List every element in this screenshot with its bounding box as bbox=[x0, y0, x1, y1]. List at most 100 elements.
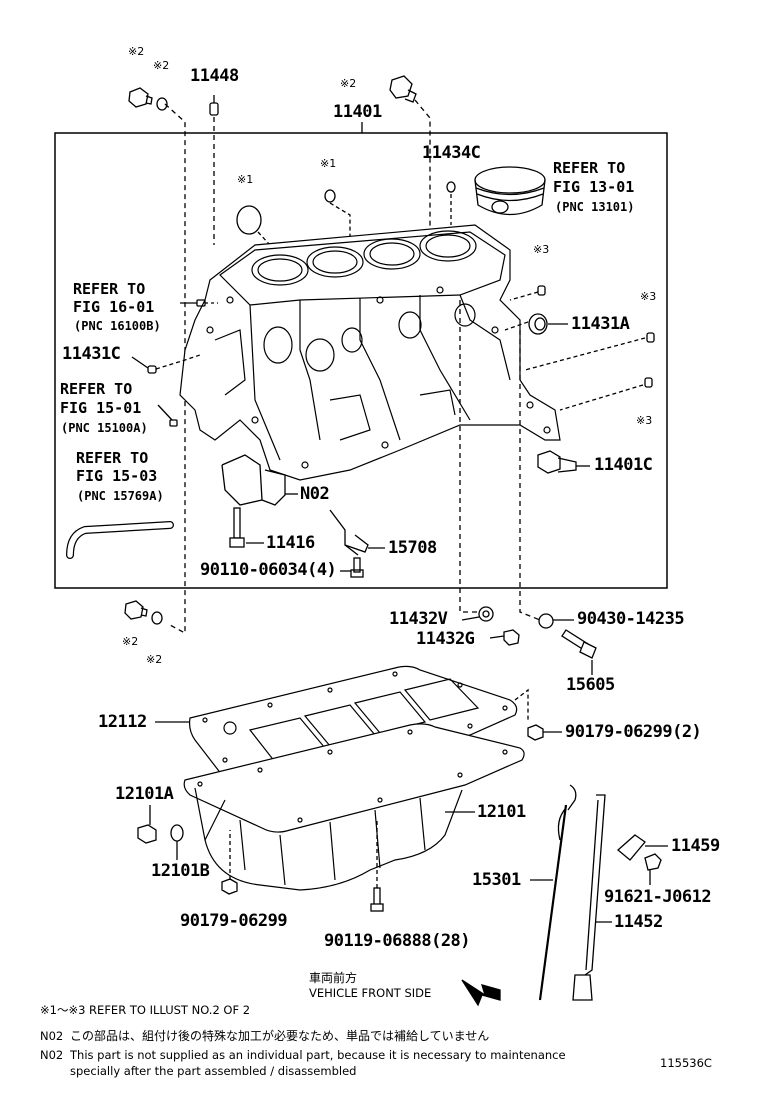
label-12101: 12101 bbox=[477, 802, 526, 822]
gasket-12101B-icon bbox=[170, 824, 184, 842]
refer-fig15a-line1: REFER TO bbox=[60, 380, 133, 398]
mark-1-a: ※1 bbox=[237, 173, 254, 186]
n02-note-jp: この部品は、組付け後の特殊な加工が必要なため、単品では補給していません bbox=[70, 1029, 490, 1043]
vehicle-front-en: VEHICLE FRONT SIDE bbox=[309, 986, 432, 1000]
cylinder-block-icon bbox=[179, 224, 561, 481]
leader-11431C bbox=[131, 356, 149, 369]
plug-11432G-icon bbox=[503, 629, 520, 646]
label-91621: 91621-J0612 bbox=[604, 887, 712, 907]
bolt-11416-icon bbox=[229, 507, 245, 548]
leader-dashed-11432V bbox=[459, 300, 478, 613]
label-11401C: 11401C bbox=[594, 455, 653, 475]
label-N02: N02 bbox=[300, 484, 330, 504]
oil-jet-15708-icon bbox=[329, 509, 369, 556]
dipstick-guide-11452-icon bbox=[572, 794, 606, 1001]
bolt-top-left-icon bbox=[128, 87, 153, 108]
mark-1-b: ※1 bbox=[320, 157, 337, 170]
oil-pan-12101-icon bbox=[183, 723, 525, 891]
bracket-11459-icon bbox=[617, 834, 646, 861]
label-11459: 11459 bbox=[671, 836, 720, 856]
drain-plug-12101A-icon bbox=[137, 824, 157, 844]
label-12101A: 12101A bbox=[115, 784, 174, 804]
label-11434C: 11434C bbox=[422, 143, 481, 163]
piston-icon bbox=[474, 166, 546, 216]
refer-fig16-line1: REFER TO bbox=[73, 280, 146, 298]
label-90179: 90179-06299 bbox=[180, 911, 288, 931]
label-11448: 11448 bbox=[190, 66, 239, 86]
bolt-90119-icon bbox=[370, 887, 384, 912]
mark-2-bottom-b: ※2 bbox=[146, 653, 163, 666]
leader-11432G bbox=[489, 635, 505, 639]
leader-dashed-12112 bbox=[514, 688, 529, 720]
small-plug-icon bbox=[324, 189, 336, 203]
n02-note-en-2: specially after the part assembled / dis… bbox=[70, 1064, 357, 1078]
refer-fig15a-pnc: (PNC 15100A) bbox=[61, 421, 148, 435]
nut-90179-bottom-icon bbox=[221, 878, 238, 895]
mark-2-topleft-b: ※2 bbox=[153, 59, 170, 72]
label-11416: 11416 bbox=[266, 533, 315, 553]
leader-11432V bbox=[461, 616, 480, 621]
leader-dashed-3b bbox=[524, 337, 646, 371]
seal-11431A-icon bbox=[528, 313, 548, 335]
pin-3b-icon bbox=[646, 332, 655, 343]
leader-fig15 bbox=[157, 404, 173, 421]
label-15708: 15708 bbox=[388, 538, 437, 558]
label-12101B: 12101B bbox=[151, 861, 210, 881]
label-11432V: 11432V bbox=[389, 609, 448, 629]
illustration-id: 115536C bbox=[660, 1056, 712, 1070]
refer-fig13-line2: FIG 13-01 bbox=[553, 178, 635, 196]
leader-dashed-top-plug bbox=[414, 99, 431, 240]
pin-11431C-icon bbox=[147, 365, 157, 374]
refer-fig15b-line1: REFER TO bbox=[76, 449, 149, 467]
nut-90179-top-icon bbox=[527, 724, 544, 741]
block-assembly-frame bbox=[54, 132, 668, 589]
refer-fig13-line1: REFER TO bbox=[553, 159, 626, 177]
refer-illust-note: ※1～※3 REFER TO ILLUST NO.2 OF 2 bbox=[40, 1003, 251, 1017]
n02-note-en-1: This part is not supplied as an individu… bbox=[70, 1048, 566, 1062]
refer-fig13-pnc: (PNC 13101) bbox=[555, 200, 635, 214]
bolt-bottom-left-icon bbox=[124, 600, 148, 620]
label-11401: 11401 bbox=[333, 102, 382, 122]
union-bolt-15605-icon bbox=[561, 629, 597, 659]
bearing-cap-N02-icon bbox=[221, 454, 286, 506]
leader-dashed-90430 bbox=[519, 330, 541, 621]
label-15605: 15605 bbox=[566, 675, 615, 695]
gasket-11432V-inner bbox=[482, 610, 490, 618]
hose-15769A-inner bbox=[67, 522, 173, 558]
mark-3-a: ※3 bbox=[533, 243, 550, 256]
leader-dashed-3a bbox=[509, 291, 539, 301]
bolt-90110-icon bbox=[350, 557, 364, 578]
refer-fig15b-pnc: (PNC 15769A) bbox=[77, 489, 164, 503]
label-12112: 12112 bbox=[98, 712, 147, 732]
label-11431C: 11431C bbox=[62, 344, 121, 364]
leader-dashed-11431C bbox=[155, 354, 201, 370]
gasket-90430-icon bbox=[538, 613, 554, 629]
washer-bottom-left-icon bbox=[151, 611, 163, 625]
leader-dashed-plug1 bbox=[257, 231, 271, 246]
pin-11448-icon bbox=[209, 102, 219, 116]
refer-fig15b-line2: FIG 15-03 bbox=[76, 467, 158, 485]
mark-3-b: ※3 bbox=[640, 290, 657, 303]
expansion-plug-icon bbox=[236, 205, 262, 235]
pin-3c-icon bbox=[644, 377, 653, 388]
drain-plug-11401C-icon bbox=[537, 450, 577, 474]
bolt-91621-icon bbox=[644, 853, 662, 871]
refer-fig15a-line2: FIG 15-01 bbox=[60, 399, 142, 417]
leader-dashed-left bbox=[164, 103, 186, 635]
mark-2-bottom-a: ※2 bbox=[122, 635, 139, 648]
plug-bolt-top-icon bbox=[389, 75, 417, 103]
gasket-11432V-icon bbox=[478, 606, 494, 622]
n02-code-jp: N02 bbox=[40, 1029, 64, 1043]
mark-2-topleft-a: ※2 bbox=[128, 45, 145, 58]
vehicle-front-arrow-icon bbox=[461, 979, 501, 1007]
label-11432G: 11432G bbox=[416, 629, 475, 649]
n02-code-en: N02 bbox=[40, 1048, 64, 1062]
leader-dashed-3c bbox=[559, 384, 644, 411]
label-15301: 15301 bbox=[472, 870, 521, 890]
label-11452: 11452 bbox=[614, 912, 663, 932]
vehicle-front-jp: 車両前方 bbox=[309, 971, 358, 985]
dipstick-15301-icon bbox=[538, 784, 577, 1001]
label-90430: 90430-14235 bbox=[577, 609, 685, 629]
seal-11431A-inner bbox=[534, 317, 546, 331]
